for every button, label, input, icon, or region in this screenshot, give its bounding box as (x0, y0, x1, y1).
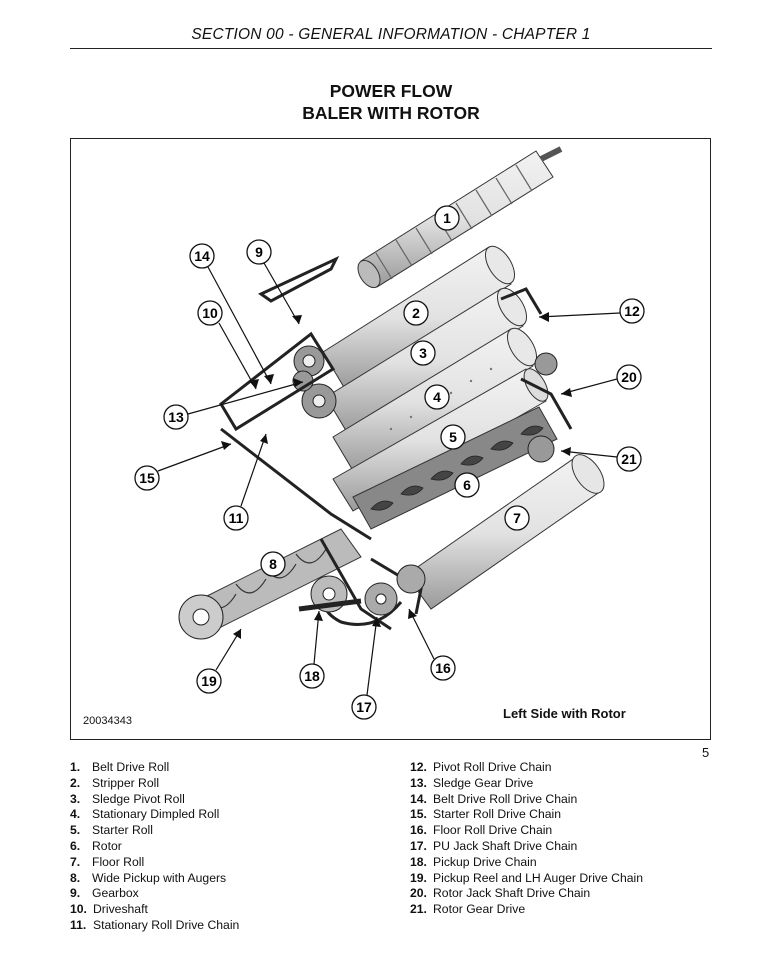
svg-text:19: 19 (201, 673, 217, 689)
legend-item: 11.Stationary Roll Drive Chain (70, 917, 240, 932)
header-rule (70, 48, 712, 49)
callout-18: 18 (299, 663, 325, 689)
svg-text:9: 9 (255, 244, 263, 260)
svg-text:10: 10 (202, 305, 218, 321)
svg-text:20: 20 (621, 369, 637, 385)
rotor (352, 406, 558, 530)
svg-text:15: 15 (139, 470, 155, 486)
title-line-2: BALER WITH ROTOR (302, 103, 480, 123)
svg-text:18: 18 (304, 668, 320, 684)
baler-figure: 1 2 3 4 5 6 7 8 9 10 11 12 13 14 15 16 1… (70, 138, 711, 740)
callout-21: 21 (616, 446, 642, 472)
callout-12: 12 (619, 298, 645, 324)
drive-gears (292, 345, 558, 463)
legend-item: 12.Pivot Roll Drive Chain (410, 760, 552, 774)
svg-text:8: 8 (269, 556, 277, 572)
pickup-drive-wheels (178, 564, 426, 640)
legend-item: 5.Starter Roll (70, 823, 153, 838)
legend-item: 4.Stationary Dimpled Roll (70, 807, 220, 822)
legend-item: 17.PU Jack Shaft Drive Chain (410, 838, 578, 853)
svg-text:12: 12 (624, 303, 640, 319)
callout-10: 10 (197, 300, 223, 326)
arrowheads (221, 312, 572, 639)
callout-7: 7 (504, 505, 530, 531)
callout-6: 6 (454, 472, 480, 498)
svg-text:4: 4 (433, 389, 441, 405)
figure-code: 20034343 (83, 715, 132, 727)
legend-item: 6.Rotor (70, 838, 122, 853)
svg-text:17: 17 (356, 699, 372, 715)
callout-8: 8 (260, 551, 286, 577)
section-header: SECTION 00 - GENERAL INFORMATION - CHAPT… (191, 26, 591, 43)
callout-4: 4 (424, 384, 450, 410)
svg-text:16: 16 (435, 660, 451, 676)
callout-11: 11 (223, 505, 249, 531)
callout-9: 9 (246, 239, 272, 265)
svg-text:2: 2 (412, 305, 420, 321)
svg-text:21: 21 (621, 451, 637, 467)
legend-item: 9.Gearbox (70, 886, 139, 901)
callout-19: 19 (196, 668, 222, 694)
callout-14: 14 (189, 243, 215, 269)
legend-item: 15.Starter Roll Drive Chain (410, 807, 562, 822)
svg-text:3: 3 (419, 345, 427, 361)
legend-item: 2.Stripper Roll (70, 775, 160, 790)
legend-item: 13.Sledge Gear Drive (410, 775, 534, 790)
legend-item: 3.Sledge Pivot Roll (70, 791, 185, 806)
legend-item: 16.Floor Roll Drive Chain (410, 823, 553, 838)
legend-item: 7.Floor Roll (70, 854, 145, 869)
svg-text:1: 1 (443, 210, 451, 226)
legend-item: 18.Pickup Drive Chain (410, 854, 537, 869)
callout-1: 1 (434, 205, 460, 231)
callout-20: 20 (616, 364, 642, 390)
callout-17: 17 (351, 694, 377, 720)
svg-text:7: 7 (513, 510, 521, 526)
page-title: POWER FLOW BALER WITH ROTOR (70, 80, 712, 124)
figure-caption: Left Side with Rotor (503, 706, 626, 721)
legend-left-column: 1.Belt Drive Roll 2.Stripper Roll 3.Sled… (70, 760, 239, 934)
svg-text:6: 6 (463, 477, 471, 493)
callout-5: 5 (440, 424, 466, 450)
callout-3: 3 (410, 340, 436, 366)
legend-item: 21.Rotor Gear Drive (410, 902, 526, 917)
legend-item: 1.Belt Drive Roll (70, 760, 170, 774)
legend-right-column: 12.Pivot Roll Drive Chain 13.Sledge Gear… (410, 760, 643, 918)
callout-markers: 1 2 3 4 5 6 7 8 9 10 11 12 13 14 15 16 1… (134, 205, 645, 720)
callout-15: 15 (134, 465, 160, 491)
legend-item: 19.Pickup Reel and LH Auger Drive Chain (410, 870, 644, 885)
page-number: 5 (702, 745, 710, 760)
legend-item: 14.Belt Drive Roll Drive Chain (410, 791, 578, 806)
callout-16: 16 (430, 655, 456, 681)
baler-illustration: 1 2 3 4 5 6 7 8 9 10 11 12 13 14 15 16 1… (134, 146, 645, 720)
legend-item: 10.Driveshaft (70, 902, 148, 917)
svg-text:13: 13 (168, 409, 184, 425)
svg-text:14: 14 (194, 248, 210, 264)
callout-13: 13 (163, 404, 189, 430)
svg-text:11: 11 (229, 510, 244, 526)
callout-2: 2 (403, 300, 429, 326)
floor-roll (405, 454, 605, 610)
legend-item: 8.Wide Pickup with Augers (70, 870, 227, 885)
legend-item: 20.Rotor Jack Shaft Drive Chain (410, 886, 591, 901)
title-line-1: POWER FLOW (329, 81, 453, 101)
svg-text:5: 5 (449, 429, 457, 445)
